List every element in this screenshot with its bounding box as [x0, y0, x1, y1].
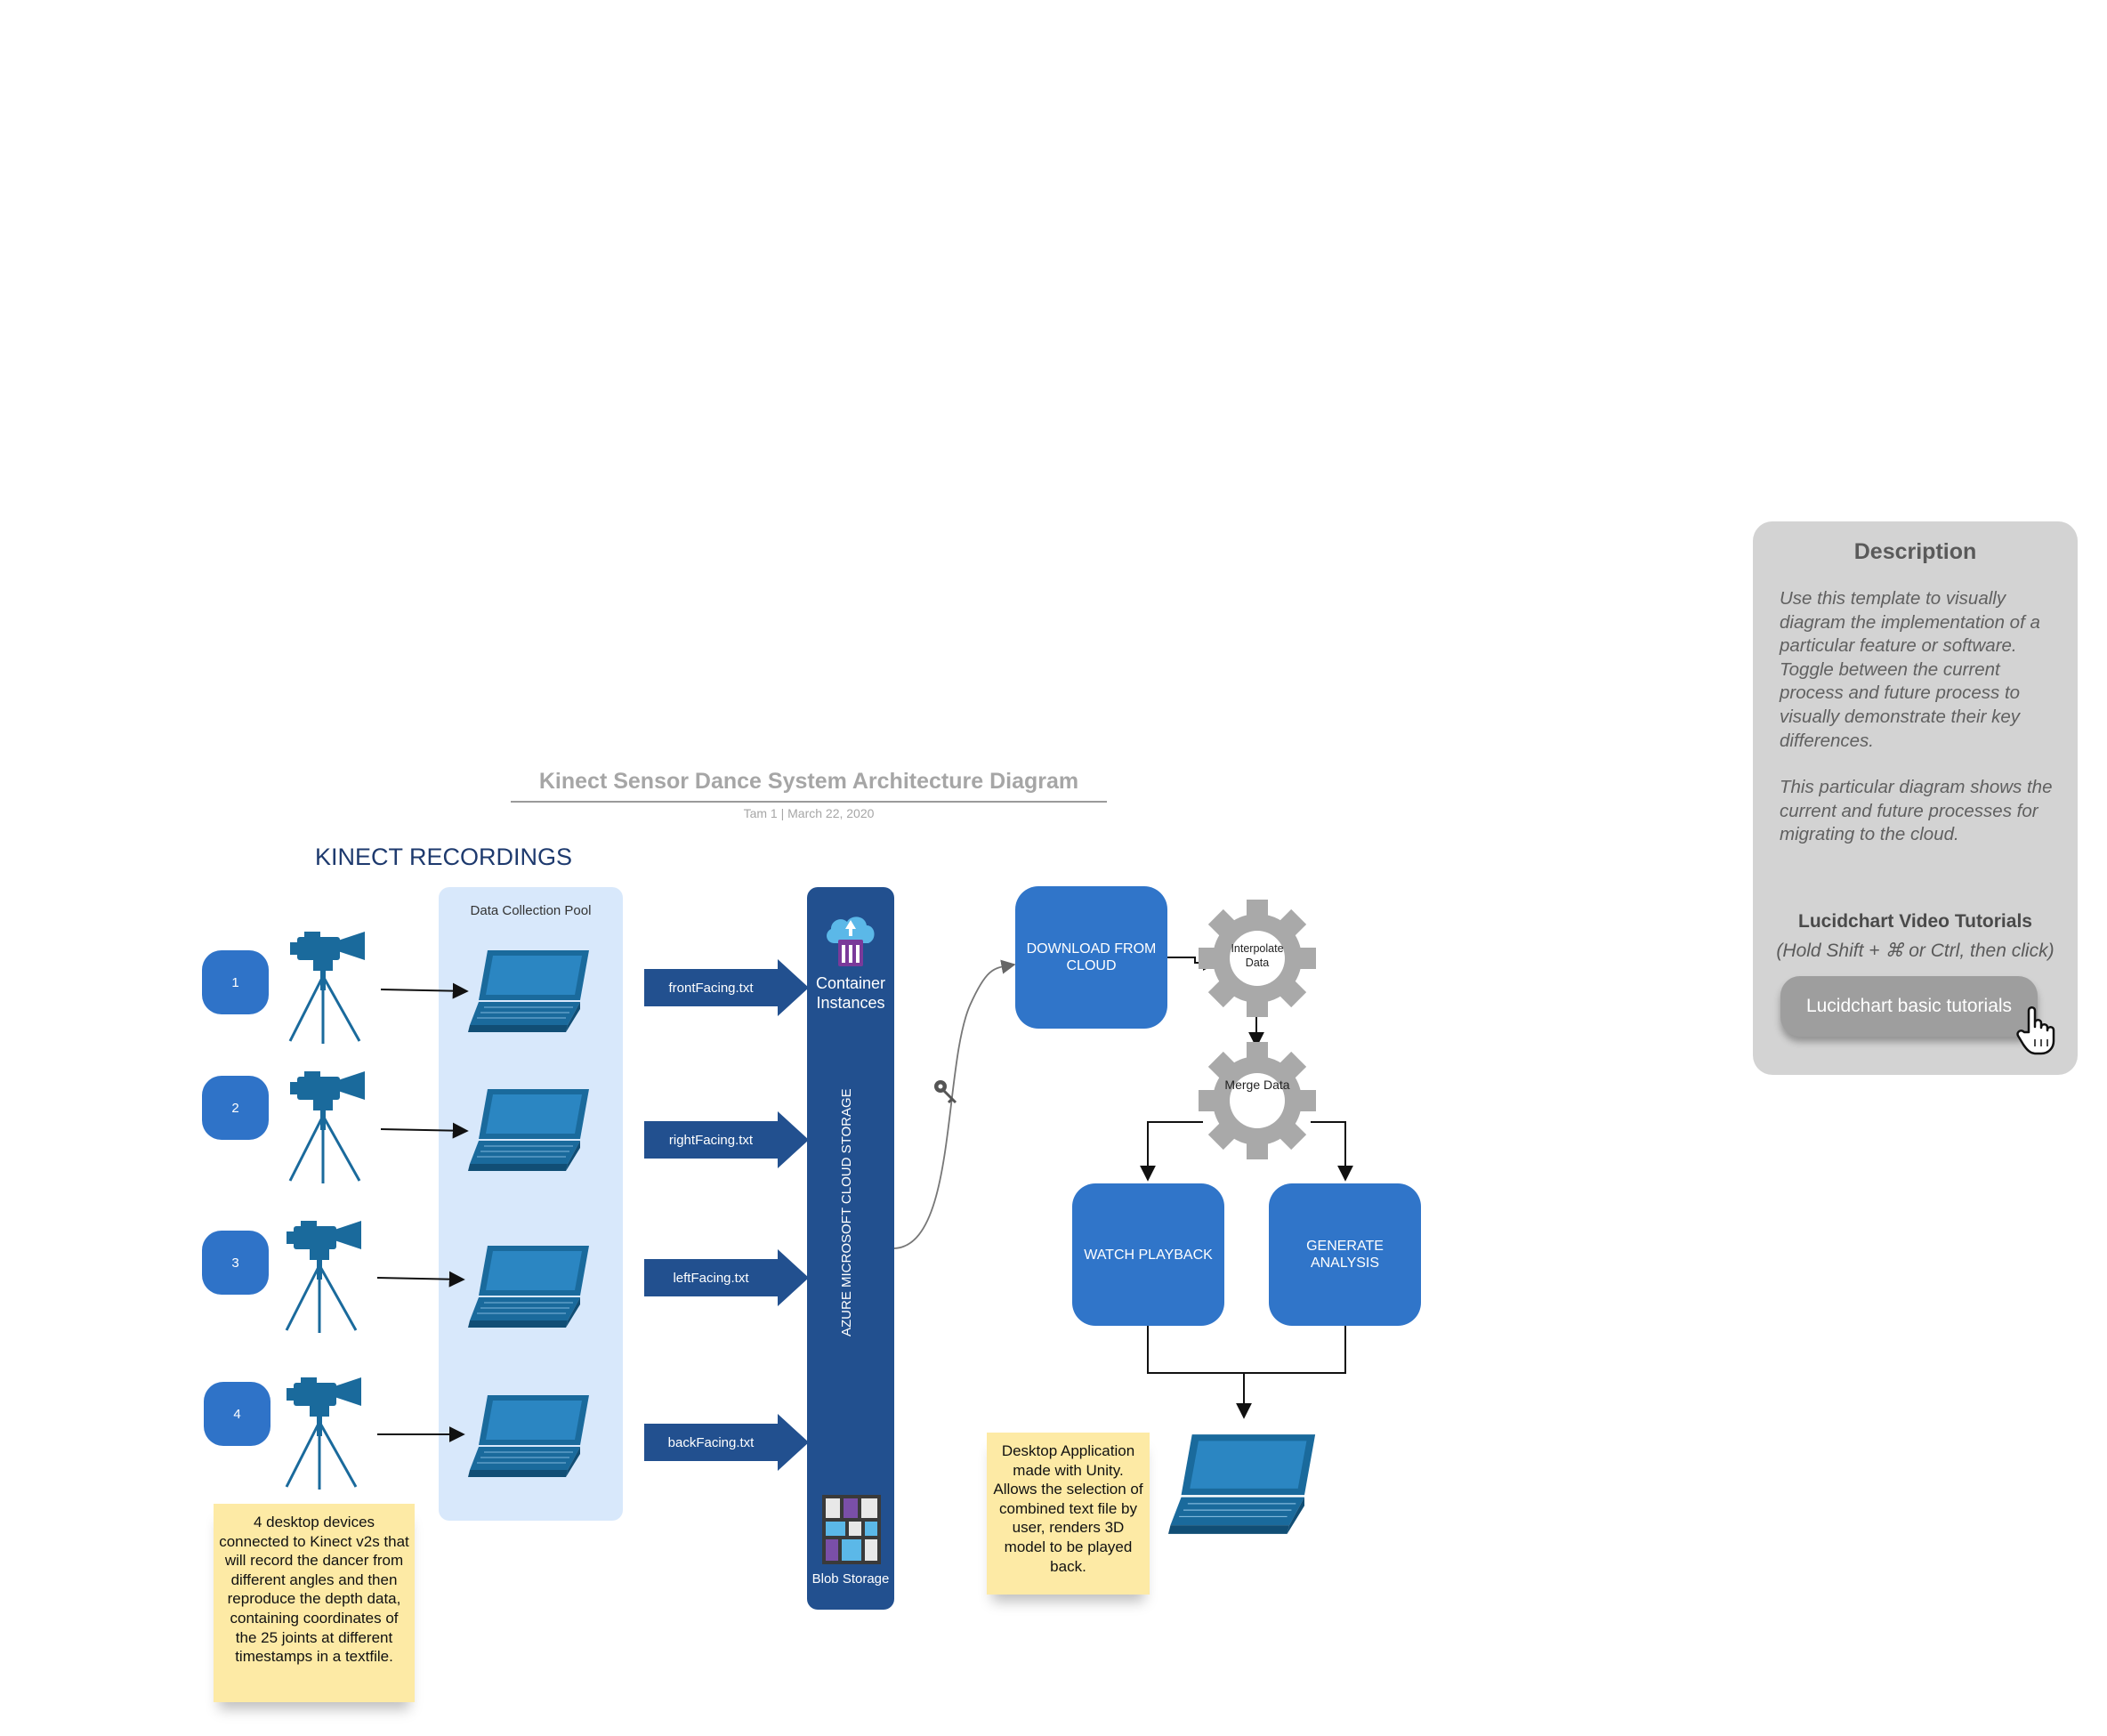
- blob-storage-label: Blob Storage: [811, 1571, 890, 1587]
- file-arrow-shape: [644, 1249, 809, 1306]
- desktop-app-note[interactable]: Desktop Application made with Unity. All…: [987, 1433, 1150, 1595]
- devices-note[interactable]: 4 desktop devices connected to Kinect v2…: [214, 1504, 415, 1702]
- cloud-to-download-connector: [893, 959, 1016, 1249]
- description-paragraph-2: This particular diagram shows the curren…: [1780, 777, 2053, 845]
- key-icon: [934, 1080, 957, 1104]
- file-label-right: rightFacing.txt: [668, 1132, 754, 1148]
- camera-to-laptop-arrow-1: [380, 982, 469, 999]
- cloud-upload-icon: [827, 916, 875, 966]
- merge-data-label: Merge Data: [1224, 1078, 1290, 1092]
- laptop-icon[interactable]: [468, 1244, 593, 1329]
- camera-tripod-icon[interactable]: [285, 930, 374, 1046]
- laptop-icon[interactable]: [468, 1393, 593, 1479]
- diagram-title: Kinect Sensor Dance System Architecture …: [538, 769, 1079, 794]
- camera-tripod-icon[interactable]: [281, 1376, 370, 1491]
- camera-tripod-icon[interactable]: [281, 1219, 370, 1335]
- recording-badge-3[interactable]: 3: [202, 1231, 269, 1295]
- description-paragraph-1: Use this template to visually diagram th…: [1780, 588, 2040, 751]
- gear-icon[interactable]: [1198, 899, 1317, 1018]
- file-arrow-right[interactable]: rightFacing.txt: [644, 1111, 809, 1168]
- section-heading: KINECT RECORDINGS: [315, 844, 573, 870]
- gear-icon[interactable]: [1198, 1041, 1317, 1160]
- laptop-icon[interactable]: [468, 949, 593, 1034]
- interpolate-data-label: Interpolate Data: [1231, 942, 1284, 969]
- download-from-cloud-box[interactable]: DOWNLOAD FROM CLOUD: [1015, 886, 1167, 1029]
- file-arrow-left[interactable]: leftFacing.txt: [644, 1249, 809, 1306]
- laptop-icon[interactable]: [468, 1087, 593, 1173]
- hand-pointer-icon: [2016, 1006, 2055, 1055]
- tutorials-title: Lucidchart Video Tutorials: [1798, 911, 2032, 932]
- file-arrow-front[interactable]: frontFacing.txt: [644, 959, 809, 1016]
- file-arrow-shape: [644, 1111, 809, 1168]
- file-label-back: backFacing.txt: [667, 1434, 755, 1450]
- laptop-icon[interactable]: [1168, 1431, 1320, 1538]
- tutorials-button[interactable]: Lucidchart basic tutorials: [1780, 976, 2038, 1037]
- recording-badge-4[interactable]: 4: [204, 1382, 270, 1446]
- generate-analysis-box[interactable]: GENERATE ANALYSIS: [1269, 1183, 1421, 1326]
- camera-to-laptop-arrow-3: [376, 1271, 465, 1288]
- file-arrow-back[interactable]: backFacing.txt: [644, 1414, 809, 1471]
- camera-tripod-icon[interactable]: [285, 1070, 374, 1185]
- file-label-left: leftFacing.txt: [673, 1270, 749, 1286]
- camera-to-laptop-arrow-2: [380, 1122, 469, 1139]
- azure-cloud-storage[interactable]: [807, 887, 894, 1610]
- description-title: Description: [1853, 539, 1977, 564]
- diagram-subtitle: Tam 1 | March 22, 2020: [743, 806, 875, 820]
- merge-to-watch-connector: [1140, 1121, 1203, 1182]
- recording-badge-2[interactable]: 2: [202, 1076, 269, 1140]
- pool-label: Data Collection Pool: [470, 903, 592, 918]
- container-instances-label: Container Instances: [815, 974, 886, 1012]
- recording-badge-1[interactable]: 1: [202, 950, 269, 1014]
- watch-playback-box[interactable]: WATCH PLAYBACK: [1072, 1183, 1224, 1326]
- description-body: Use this template to visually diagram th…: [1780, 587, 2064, 870]
- outputs-to-desktop-connector: [1147, 1326, 1346, 1417]
- tutorials-hint: (Hold Shift + ⌘ or Ctrl, then click): [1776, 941, 2055, 961]
- blob-storage-icon: [822, 1495, 881, 1564]
- title-divider: [511, 801, 1107, 803]
- file-label-front: frontFacing.txt: [668, 980, 754, 996]
- merge-to-analysis-connector: [1311, 1121, 1353, 1182]
- file-arrow-shape: [644, 959, 809, 1016]
- file-arrow-shape: [644, 1414, 809, 1471]
- azure-vertical-label: AZURE MICROSOFT CLOUD STORAGE: [839, 1088, 854, 1336]
